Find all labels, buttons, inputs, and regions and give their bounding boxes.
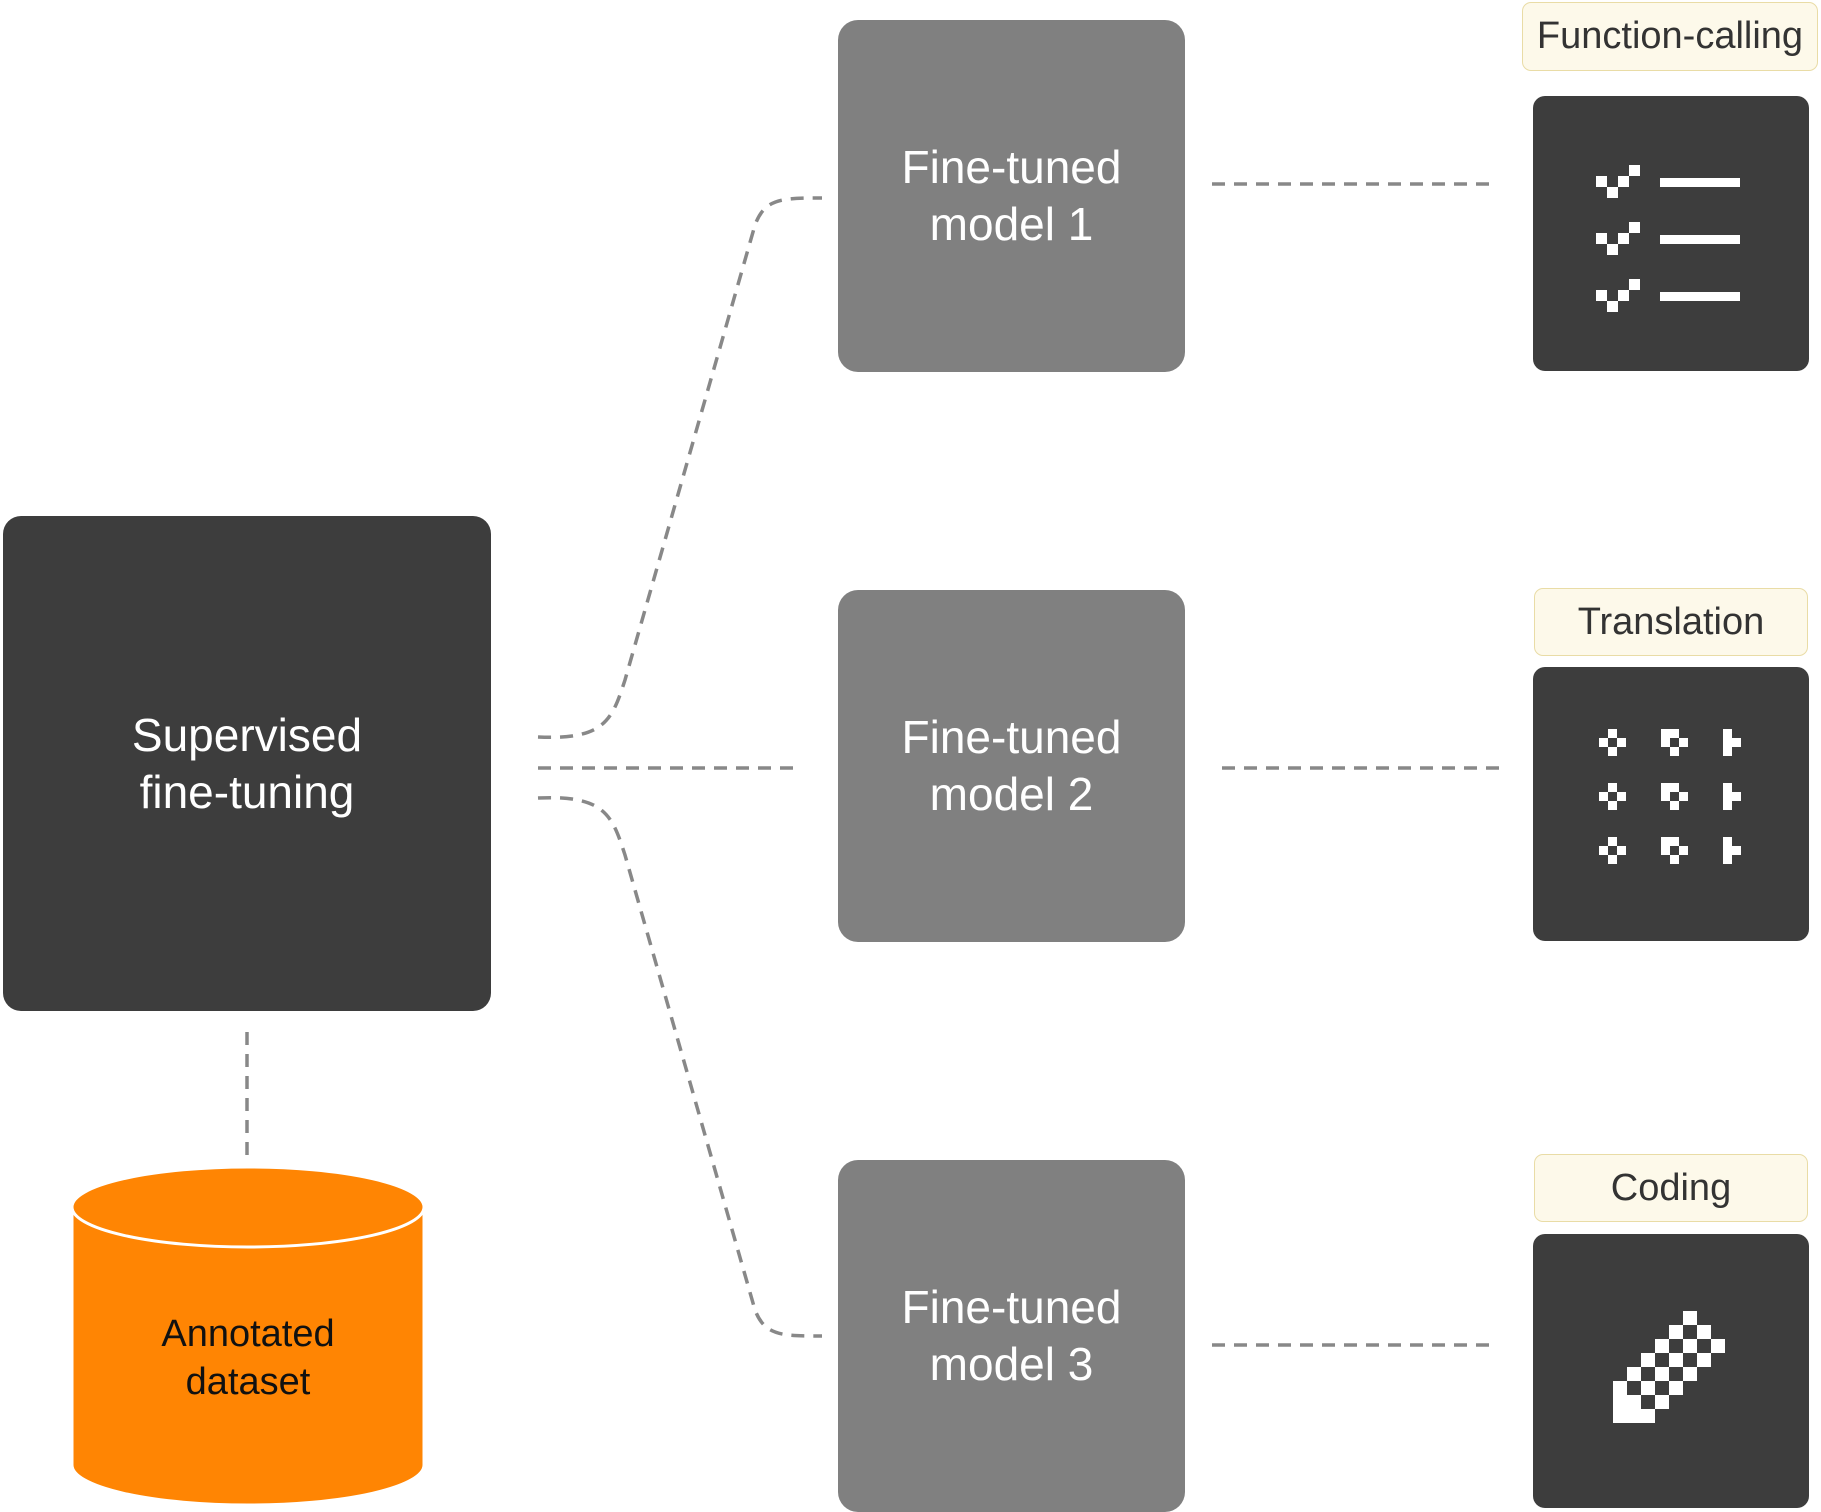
sft-label-line-1: Supervised — [131, 708, 363, 761]
fine-tuned-model-3-box: Fine-tuned model 3 — [838, 1160, 1185, 1512]
task-label-function-calling: Function-calling — [1522, 2, 1818, 71]
checklist-row-2 — [1596, 222, 1740, 255]
database-cylinder-icon — [70, 1165, 426, 1507]
checklist-row-1 — [1596, 165, 1740, 198]
pencil-icon — [1613, 1311, 1725, 1423]
coding-icon-box — [1533, 1234, 1809, 1508]
connector-sft-to-model-3 — [537, 795, 823, 1338]
function-calling-icon-box — [1533, 96, 1809, 371]
supervised-fine-tuning-box: Supervised fine-tuning — [3, 516, 491, 1011]
model-3-label-line-1: Fine-tuned — [901, 1281, 1122, 1333]
checklist-row-3 — [1596, 279, 1740, 312]
task-label-coding: Coding — [1534, 1154, 1808, 1222]
annotated-dataset-cylinder: Annotated dataset — [70, 1165, 426, 1507]
dataset-label-line-1: Annotated — [161, 1313, 335, 1355]
model-2-label-line-1: Fine-tuned — [901, 711, 1122, 763]
fine-tuned-model-2-box: Fine-tuned model 2 — [838, 590, 1185, 942]
translation-icon-box — [1533, 667, 1809, 941]
translation-grid-icon — [1599, 729, 1741, 864]
dataset-label-line-2: dataset — [185, 1361, 311, 1403]
model-2-label-line-2: model 2 — [929, 768, 1094, 820]
model-1-label-line-2: model 1 — [929, 198, 1094, 250]
dataset-label: Annotated dataset — [70, 1310, 426, 1406]
model-1-label-line-1: Fine-tuned — [901, 141, 1122, 193]
checklist-icon — [1596, 165, 1740, 312]
model-3-label-line-2: model 3 — [929, 1338, 1094, 1390]
task-label-translation: Translation — [1534, 588, 1808, 656]
sft-label-line-2: fine-tuning — [139, 765, 355, 818]
fine-tuned-model-1-box: Fine-tuned model 1 — [838, 20, 1185, 372]
connector-sft-to-model-1 — [537, 196, 823, 740]
